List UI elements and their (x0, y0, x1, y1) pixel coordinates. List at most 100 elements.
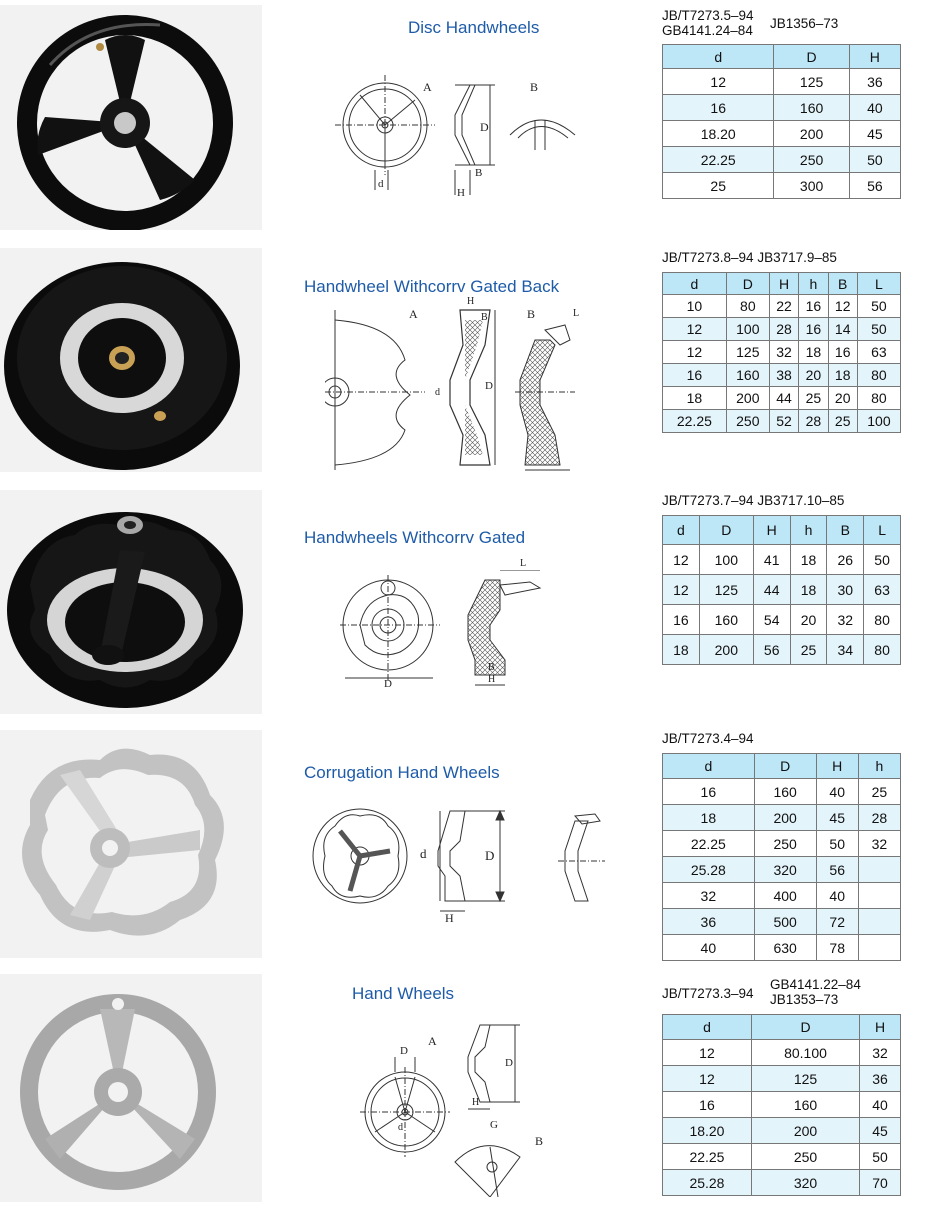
table-cell: 54 (752, 604, 791, 635)
table-cell: 16 (798, 294, 829, 318)
table-cell: 100 (725, 317, 770, 341)
table-cell: 18 (789, 574, 828, 605)
standard-codes-extra: JB1356–73 (770, 16, 838, 31)
table-cell: 18 (662, 634, 700, 665)
table-cell: 250 (750, 1143, 861, 1170)
table-cell: 25 (857, 778, 902, 805)
table-cell: 22.25 (662, 830, 755, 857)
section-title: Handwheels Withcorrv Gated (304, 528, 526, 547)
table-cell: 63 (863, 574, 901, 605)
table-cell: 10 (662, 294, 727, 318)
table-cell: 72 (815, 908, 859, 935)
table-cell: 25.28 (662, 856, 755, 883)
table-cell: 200 (698, 634, 754, 665)
standard-line: GB4141.22–84 (770, 977, 861, 992)
standard-line: JB/T7273.4–94 (662, 731, 754, 746)
label-b: B (527, 307, 536, 321)
column-header: L (856, 272, 902, 295)
table-cell: 25.28 (662, 1169, 752, 1196)
label-d-small: d (398, 1122, 403, 1133)
label-d-large: D (480, 120, 489, 134)
standard-line: JB/T7273.7–94 JB3717.10–85 (662, 493, 845, 508)
table-cell: 30 (826, 574, 865, 605)
label-a: A (423, 80, 432, 94)
technical-drawing: d D H (310, 806, 610, 946)
technical-drawing: A B d D B H (330, 70, 590, 205)
table-cell: 18 (789, 544, 828, 575)
table-cell: 80 (725, 294, 770, 318)
table-cell: 44 (752, 574, 791, 605)
table-cell: 250 (773, 146, 850, 173)
table-cell: 160 (750, 1091, 861, 1118)
standard-line: JB/T7273.8–94 JB3717.9–85 (662, 250, 837, 265)
standard-codes: JB/T7273.4–94 (662, 731, 754, 746)
label-h: H (457, 187, 465, 199)
table-cell: 28 (857, 804, 902, 831)
table-cell: 14 (827, 317, 858, 341)
table-cell: 25 (798, 386, 829, 410)
table-cell: 40 (815, 882, 859, 909)
label-h: H (472, 1097, 480, 1108)
table-cell: 16 (827, 340, 858, 364)
table-cell: 16 (662, 1091, 752, 1118)
table-cell: 80 (863, 604, 901, 635)
table-cell: 12 (662, 317, 727, 341)
table-header-row: d D H h B L (662, 272, 902, 295)
standard-codes: JB/T7273.7–94 JB3717.10–85 (662, 493, 844, 508)
technical-drawing: A B H B D d L (320, 296, 590, 480)
table-cell: 160 (725, 363, 770, 387)
table-cell: 200 (750, 1117, 861, 1144)
table-cell: 25 (789, 634, 828, 665)
table-cell: 320 (750, 1169, 861, 1196)
table-cell: 32 (857, 830, 902, 857)
table-cell: 56 (752, 634, 791, 665)
table-cell: 45 (815, 804, 859, 831)
product-photo-hand-wheel (0, 974, 262, 1202)
table-cell: 500 (753, 908, 817, 935)
table-cell: 630 (753, 934, 817, 961)
product-photo-corrugated-back-handwheel (0, 248, 262, 472)
section-title: Hand Wheels (352, 984, 455, 1003)
label-b-small: B (481, 312, 488, 323)
label-h: H (445, 911, 454, 925)
table-cell: 12 (662, 340, 727, 364)
standard-line: GB4141.24–84 (662, 23, 753, 38)
table-cell: 20 (827, 386, 858, 410)
column-header: d (662, 272, 727, 295)
label-d-small: d (420, 846, 427, 861)
table-cell: 56 (815, 856, 859, 883)
table-cell: 32 (859, 1039, 901, 1066)
table-cell: 36 (848, 68, 902, 95)
table-cell: 26 (826, 544, 865, 575)
table-cell: 28 (798, 409, 829, 433)
column-header: D (753, 753, 817, 779)
table-cell: 36 (662, 908, 755, 935)
table-cell: 18 (662, 804, 755, 831)
standard-line: JB1356–73 (770, 16, 839, 31)
standard-line: JB1353–73 (770, 992, 839, 1007)
table-cell: 320 (753, 856, 817, 883)
table-cell: 18 (827, 363, 858, 387)
table-cell: 44 (768, 386, 800, 410)
product-photo-corrugation-hand-wheel (0, 730, 262, 958)
standard-line: JB/T7273.3–94 (662, 986, 754, 1001)
technical-drawing: D L B H (340, 558, 565, 695)
